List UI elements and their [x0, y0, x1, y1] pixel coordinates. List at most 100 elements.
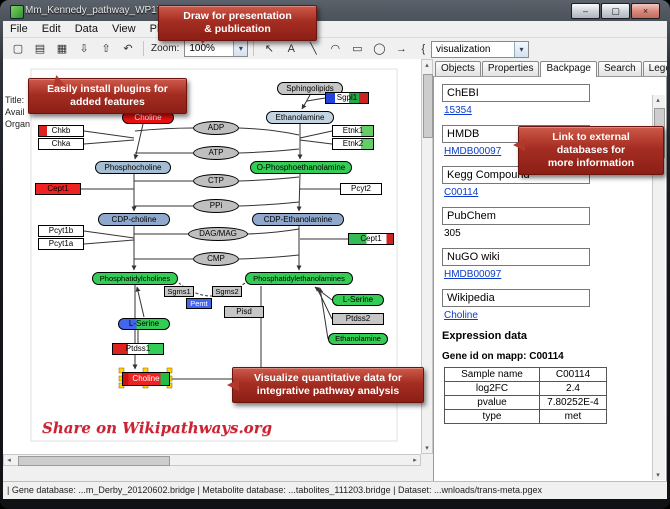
callout-visualize: Visualize quantitative data for integrat…: [227, 367, 424, 403]
node-cdp-ethanolamine[interactable]: CDP-Ethanolamine: [252, 213, 344, 226]
node-cdp-choline[interactable]: CDP-choline: [98, 213, 170, 226]
tab-search[interactable]: Search: [597, 61, 642, 76]
chevron-down-icon[interactable]: ▾: [514, 42, 528, 57]
new-file-icon[interactable]: ▢: [12, 43, 24, 55]
open-file-icon[interactable]: ▤: [34, 43, 46, 55]
arrow-tool-icon[interactable]: →: [395, 42, 407, 55]
canvas-horizontal-scrollbar[interactable]: ◂ ▸: [3, 454, 421, 466]
menu-file[interactable]: File: [10, 23, 28, 35]
import-icon[interactable]: ⇩: [79, 43, 89, 55]
section-header-wikipedia: Wikipedia: [442, 289, 590, 307]
callout-line: Easily install plugins for: [47, 83, 168, 95]
scroll-left-icon[interactable]: ◂: [7, 457, 11, 464]
node-choline-selected[interactable]: Choline: [122, 372, 170, 386]
horizontal-scroll-thumb[interactable]: [18, 456, 170, 466]
callout-line: integrative pathway analysis: [256, 385, 400, 397]
node-l-serine-right[interactable]: L-Serine: [332, 294, 384, 306]
wikipedia-link[interactable]: Choline: [444, 310, 478, 321]
callout-plugins: Easily install plugins for added feature…: [28, 78, 187, 114]
side-panel-tabs: Objects Properties Backpage Search Legen…: [433, 59, 667, 77]
close-button[interactable]: ×: [631, 3, 660, 19]
client-area: File Edit Data View Plugins Help ▢ ▤ ▦ ⇩…: [3, 21, 667, 499]
node-sgms2[interactable]: Sgms2: [212, 286, 242, 297]
node-ptdss1[interactable]: Ptdss1: [112, 343, 164, 355]
expression-table: Sample name C00114 log2FC 2.4 pvalue 7.8…: [444, 367, 607, 424]
brace-tool-icon[interactable]: {: [421, 42, 426, 55]
node-etnk1[interactable]: Etnk1: [332, 125, 374, 137]
undo-icon[interactable]: ↶: [123, 43, 133, 55]
table-cell: 7.80252E-4: [539, 395, 607, 410]
callout-line: Link to external: [552, 131, 630, 143]
tab-legend[interactable]: Legend: [642, 61, 667, 76]
node-ppi[interactable]: PPi: [193, 199, 239, 213]
chevron-down-icon[interactable]: ▾: [233, 41, 248, 56]
node-pisd[interactable]: Pisd: [224, 306, 264, 318]
label-tool-icon[interactable]: A: [287, 42, 296, 55]
node-ctp[interactable]: CTP: [193, 174, 239, 188]
node-cept1-right[interactable]: Cept1: [348, 233, 394, 245]
node-cmp[interactable]: CMP: [193, 252, 239, 266]
node-cept1-left[interactable]: Cept1: [35, 183, 81, 195]
scroll-right-icon[interactable]: ▸: [413, 457, 417, 464]
node-chkb[interactable]: Chkb: [38, 125, 84, 137]
scroll-up-icon[interactable]: ▴: [656, 97, 660, 104]
node-phosphocholine[interactable]: Phosphocholine: [95, 161, 171, 174]
node-sgpl1[interactable]: Sgpl1: [325, 92, 369, 104]
visualization-combobox[interactable]: visualization ▾: [431, 41, 529, 58]
rectangle-tool-icon[interactable]: ▭: [352, 43, 363, 55]
title-bar[interactable]: Mm_Kennedy_pathway_WP1771_45176.gp – ▢ ×: [3, 0, 667, 21]
scroll-down-icon[interactable]: ▾: [656, 472, 660, 479]
node-pcyt1a[interactable]: Pcyt1a: [38, 238, 84, 250]
chebi-link[interactable]: 15354: [444, 105, 472, 116]
table-row: type met: [444, 409, 607, 424]
save-icon[interactable]: ▦: [56, 43, 68, 55]
line-tool-icon[interactable]: ╲: [310, 43, 317, 55]
arc-tool-icon[interactable]: ◠: [330, 43, 341, 55]
minimize-button[interactable]: –: [571, 3, 600, 19]
pathway-connectors: [30, 68, 398, 442]
nugo-link[interactable]: HMDB00097: [444, 269, 502, 280]
oval-tool-icon[interactable]: ◯: [373, 43, 386, 55]
tab-properties[interactable]: Properties: [481, 61, 540, 76]
scroll-up-icon[interactable]: ▴: [425, 62, 429, 69]
node-l-serine-left[interactable]: L-Serine: [118, 318, 170, 330]
node-etnk2[interactable]: Etnk2: [332, 138, 374, 150]
node-adp[interactable]: ADP: [193, 121, 239, 135]
select-tool-icon[interactable]: ↖: [264, 43, 274, 55]
node-ethanolamine-bottom[interactable]: Ethanolamine: [328, 333, 388, 345]
node-atp[interactable]: ATP: [193, 146, 239, 160]
maximize-button[interactable]: ▢: [601, 3, 630, 19]
node-sphingolipids[interactable]: Sphingolipids: [277, 82, 343, 95]
export-icon[interactable]: ⇧: [101, 43, 111, 55]
status-text: | Gene database: ...m_Derby_20120602.bri…: [7, 485, 543, 495]
node-sgms1[interactable]: Sgms1: [164, 286, 194, 297]
node-o-phosphoethanolamine[interactable]: O-Phosphoethanolamine: [250, 161, 352, 174]
table-cell: log2FC: [444, 381, 540, 396]
node-pcyt1b[interactable]: Pcyt1b: [38, 225, 84, 237]
table-row: log2FC 2.4: [444, 381, 607, 396]
node-phosphatidylcholines[interactable]: Phosphatidylcholines: [92, 272, 178, 285]
node-ethanolamine-top[interactable]: Ethanolamine: [266, 111, 334, 124]
visualization-value: visualization: [436, 44, 491, 55]
pathway-canvas[interactable]: Title: Avail Organ: [3, 59, 421, 454]
canvas-vertical-scrollbar[interactable]: ▴ ▾: [421, 59, 433, 454]
tab-objects[interactable]: Objects: [435, 61, 481, 76]
callout-line: added features: [70, 96, 145, 108]
menu-edit[interactable]: Edit: [41, 23, 61, 35]
hmdb-link[interactable]: HMDB00097: [444, 146, 502, 157]
kegg-link[interactable]: C00114: [444, 187, 479, 198]
node-ptdss2[interactable]: Ptdss2: [332, 313, 384, 325]
scroll-down-icon[interactable]: ▾: [425, 445, 429, 452]
zoom-label: Zoom:: [151, 43, 180, 54]
node-pcyt2[interactable]: Pcyt2: [340, 183, 382, 195]
node-pemt[interactable]: Pemt: [186, 298, 212, 309]
menu-view[interactable]: View: [111, 23, 136, 35]
node-phosphatidylethanolamines[interactable]: Phosphatidylethanolamines: [245, 272, 353, 285]
node-dag-mag[interactable]: DAG/MAG: [188, 227, 248, 241]
vertical-scroll-thumb[interactable]: [423, 74, 433, 138]
menu-data[interactable]: Data: [74, 23, 98, 35]
node-chka[interactable]: Chka: [38, 138, 84, 150]
tab-backpage[interactable]: Backpage: [540, 61, 597, 77]
status-bar: | Gene database: ...m_Derby_20120602.bri…: [3, 481, 667, 499]
